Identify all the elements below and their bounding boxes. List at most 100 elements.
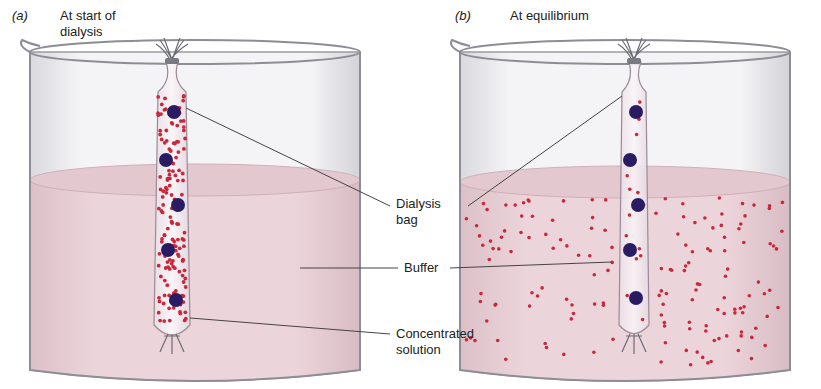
- particle: [741, 202, 745, 206]
- particle: [166, 227, 170, 231]
- particle: [629, 105, 643, 119]
- particle: [551, 219, 555, 223]
- particle: [479, 300, 483, 304]
- particle: [711, 226, 715, 230]
- particle: [657, 294, 661, 298]
- particle: [602, 301, 606, 305]
- particle: [628, 187, 632, 191]
- particle: [565, 297, 569, 301]
- particle: [663, 321, 667, 325]
- particle: [178, 310, 182, 314]
- particle: [750, 357, 754, 361]
- particle: [159, 153, 173, 167]
- particle: [156, 95, 160, 99]
- particle: [551, 246, 555, 250]
- particle: [177, 254, 181, 258]
- particle: [530, 291, 534, 295]
- particle: [157, 311, 161, 315]
- particle: [167, 169, 171, 173]
- particle: [528, 304, 532, 308]
- particle: [717, 337, 721, 341]
- particle: [681, 202, 685, 206]
- particle: [725, 334, 729, 338]
- particle: [183, 137, 187, 141]
- particle: [167, 105, 181, 119]
- particle: [706, 247, 710, 251]
- particle: [182, 119, 186, 123]
- particle: [716, 308, 720, 312]
- particle: [694, 288, 698, 292]
- particle: [635, 133, 639, 137]
- particle: [167, 306, 171, 310]
- particle: [171, 198, 185, 212]
- particle: [718, 196, 722, 200]
- particle: [182, 94, 186, 98]
- callout-label: Buffer: [404, 260, 464, 276]
- particle: [162, 319, 166, 323]
- particle: [496, 339, 500, 343]
- particle: [175, 124, 179, 128]
- particle: [639, 254, 643, 258]
- particle: [776, 306, 780, 310]
- particle: [181, 172, 185, 176]
- particle: [663, 324, 667, 328]
- particle: [174, 156, 178, 160]
- particle: [160, 138, 164, 142]
- particle: [768, 242, 772, 246]
- particle: [593, 302, 597, 306]
- particle: [183, 268, 187, 272]
- particle: [591, 198, 595, 202]
- particle: [161, 203, 165, 207]
- particle: [743, 214, 747, 218]
- particle: [562, 353, 566, 357]
- particle: [606, 269, 610, 273]
- particle: [531, 215, 535, 219]
- particle: [465, 217, 469, 221]
- particle: [720, 224, 724, 228]
- particle: [520, 214, 524, 218]
- particle: [171, 238, 175, 242]
- particle: [488, 258, 492, 262]
- particle: [170, 121, 174, 125]
- particle: [481, 244, 485, 248]
- particle: [742, 241, 746, 245]
- particle: [168, 319, 172, 323]
- particle: [519, 231, 523, 235]
- particle: [723, 235, 727, 239]
- dialysis-bag-b: [618, 38, 650, 354]
- particle: [169, 215, 173, 219]
- particle: [688, 320, 692, 324]
- particle: [628, 213, 632, 217]
- particle: [691, 298, 695, 302]
- particle: [660, 267, 664, 271]
- particle: [160, 240, 164, 244]
- particle: [669, 268, 673, 272]
- particle: [625, 234, 629, 238]
- particle: [497, 247, 501, 251]
- particle: [687, 261, 691, 265]
- particle: [489, 239, 493, 243]
- particle: [703, 216, 707, 220]
- particle: [183, 277, 187, 281]
- particle: [158, 175, 162, 179]
- particle: [709, 360, 713, 364]
- particle: [163, 279, 167, 283]
- particle: [176, 222, 180, 226]
- particle: [572, 312, 576, 316]
- particle: [635, 257, 639, 261]
- particle: [173, 266, 177, 270]
- particle: [540, 286, 544, 290]
- particle: [169, 149, 173, 153]
- particle: [159, 188, 163, 192]
- particle: [693, 221, 697, 225]
- particle: [485, 208, 489, 212]
- particle: [765, 315, 769, 319]
- particle: [485, 319, 489, 323]
- particle: [168, 184, 172, 188]
- particle: [184, 317, 188, 321]
- particle: [475, 224, 479, 228]
- particle: [500, 235, 504, 239]
- particle: [742, 305, 746, 309]
- particle: [513, 203, 517, 207]
